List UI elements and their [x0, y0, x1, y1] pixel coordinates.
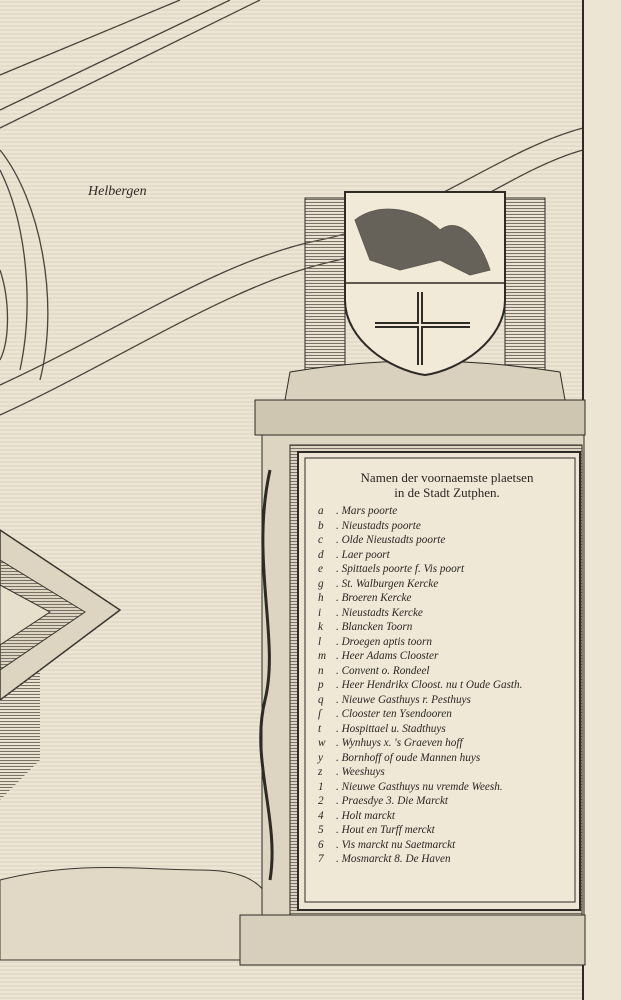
legend-key: 6: [318, 838, 324, 851]
legend-title-line2: in de Stadt Zutphen.: [394, 485, 500, 500]
legend-entry: i . Nieustadts Kercke: [312, 606, 578, 621]
legend-entry: m . Heer Adams Clooster: [312, 649, 578, 664]
legend-key: m: [318, 650, 327, 662]
legend-text: . St. Walburgen Kercke: [336, 577, 439, 590]
legend-entry: a . Mars poorte: [312, 504, 578, 519]
legend-entry: e . Spittaels poorte f. Vis poort: [312, 562, 578, 577]
legend-key: t: [318, 722, 322, 735]
coat-of-arms-shield: [344, 191, 506, 377]
legend-text: . Nieuwe Gasthuys r. Pesthuys: [336, 693, 471, 706]
legend-key: 1: [318, 780, 324, 793]
legend-text: . Clooster ten Ysendooren: [336, 708, 452, 720]
legend-key: b: [318, 519, 324, 532]
legend-entry: c . Olde Nieustadts poorte: [312, 533, 578, 548]
legend-text: . Blancken Toorn: [336, 621, 413, 633]
legend-entry: d . Laer poort: [312, 548, 578, 563]
legend-text: . Hospittael u. Stadthuys: [336, 722, 446, 735]
legend-entry: b . Nieustadts poorte: [312, 519, 578, 534]
legend-text: . Spittaels poorte f. Vis poort: [336, 563, 465, 575]
legend-entry: y . Bornhoff of oude Mannen huys: [312, 751, 578, 766]
legend-key: i: [318, 606, 322, 619]
legend-key: 5: [318, 824, 324, 836]
legend-entry: 4 . Holt marckt: [312, 809, 578, 824]
legend-text: . Hout en Turff merckt: [336, 824, 435, 836]
legend-text: . Heer Hendrikx Cloost. nu t Oude Gasth.: [336, 679, 523, 691]
dike-roads: [0, 0, 584, 416]
legend-entry: q . Nieuwe Gasthuys r. Pesthuys: [312, 693, 578, 708]
legend-text: . Laer poort: [336, 548, 390, 561]
legend-entry: 1 . Nieuwe Gasthuys nu vremde Weesh.: [312, 780, 578, 795]
legend-text: . Heer Adams Clooster: [336, 650, 439, 662]
legend-key: z: [318, 766, 323, 778]
place-label-helbergen: Helbergen: [88, 184, 147, 199]
legend-key: q: [318, 693, 324, 706]
cartouche-frame: [239, 197, 586, 966]
legend-entries: a . Mars poorte b . Nieustadts poorte c . Old…: [312, 504, 578, 867]
legend-entry: l . Droegen aptis toorn: [312, 635, 578, 650]
legend-entry: k . Blancken Toorn: [312, 620, 578, 635]
legend-entry: 7 . Mosmarckt 8. De Haven: [312, 852, 578, 867]
legend-text: . Weeshuys: [336, 766, 385, 778]
legend-entry: n . Convent o. Rondeel: [312, 664, 578, 679]
legend-text: . Mosmarckt 8. De Haven: [336, 853, 451, 865]
legend-key: p: [318, 679, 324, 691]
legend-text: . Convent o. Rondeel: [336, 664, 430, 677]
legend-key: k: [318, 621, 323, 633]
legend-text: . Broeren Kercke: [336, 592, 412, 604]
legend-entry: g . St. Walburgen Kercke: [312, 577, 578, 592]
legend-key: d: [318, 548, 324, 561]
legend-entry: h . Broeren Kercke: [312, 591, 578, 606]
legend-text: . Praesdye 3. Die Marckt: [336, 795, 449, 807]
legend-key: c: [318, 534, 323, 546]
legend-text: . Nieuwe Gasthuys nu vremde Weesh.: [336, 780, 503, 793]
legend-key: y: [318, 751, 323, 764]
legend-key: n: [318, 664, 324, 677]
legend-text: . Bornhoff of oude Mannen huys: [336, 751, 481, 764]
legend-text: . Wynhuys x. 's Graeven hoff: [336, 737, 463, 749]
legend-title: Namen der voornaemste plaetsen in de Sta…: [316, 470, 578, 500]
legend-entry: w . Wynhuys x. 's Graeven hoff: [312, 736, 578, 751]
legend-key: l: [318, 635, 322, 648]
legend-key: ſ: [318, 708, 322, 720]
legend-text: . Droegen aptis toorn: [336, 635, 432, 648]
legend-key: a: [318, 505, 324, 517]
legend-text: . Mars poorte: [336, 505, 398, 517]
legend-entry: ſ . Clooster ten Ysendooren: [312, 707, 578, 722]
legend-key: e: [318, 563, 323, 575]
legend-cartouche: Namen der voornaemste plaetsen in de Sta…: [312, 470, 578, 867]
legend-key: 7: [318, 853, 324, 865]
legend-key: g: [318, 577, 324, 590]
legend-entry: 2 . Praesdye 3. Die Marckt: [312, 794, 578, 809]
legend-key: 4: [318, 809, 324, 822]
legend-key: h: [318, 592, 324, 604]
legend-entry: z . Weeshuys: [312, 765, 578, 780]
legend-key: 2: [318, 795, 324, 807]
legend-text: . Holt marckt: [336, 809, 395, 822]
legend-text: . Nieustadts Kercke: [336, 606, 423, 619]
legend-entry: t . Hospittael u. Stadthuys: [312, 722, 578, 737]
legend-key: w: [318, 737, 326, 749]
legend-text: . Vis marckt nu Saetmarckt: [336, 838, 456, 851]
legend-title-line1: Namen der voornaemste plaetsen: [360, 470, 534, 485]
legend-text: . Olde Nieustadts poorte: [336, 534, 446, 546]
bastion-fortification: [0, 529, 271, 961]
legend-entry: p . Heer Hendrikx Cloost. nu t Oude Gasth…: [312, 678, 578, 693]
legend-entry: 6 . Vis marckt nu Saetmarckt: [312, 838, 578, 853]
legend-text: . Nieustadts poorte: [336, 519, 421, 532]
legend-entry: 5 . Hout en Turff merckt: [312, 823, 578, 838]
